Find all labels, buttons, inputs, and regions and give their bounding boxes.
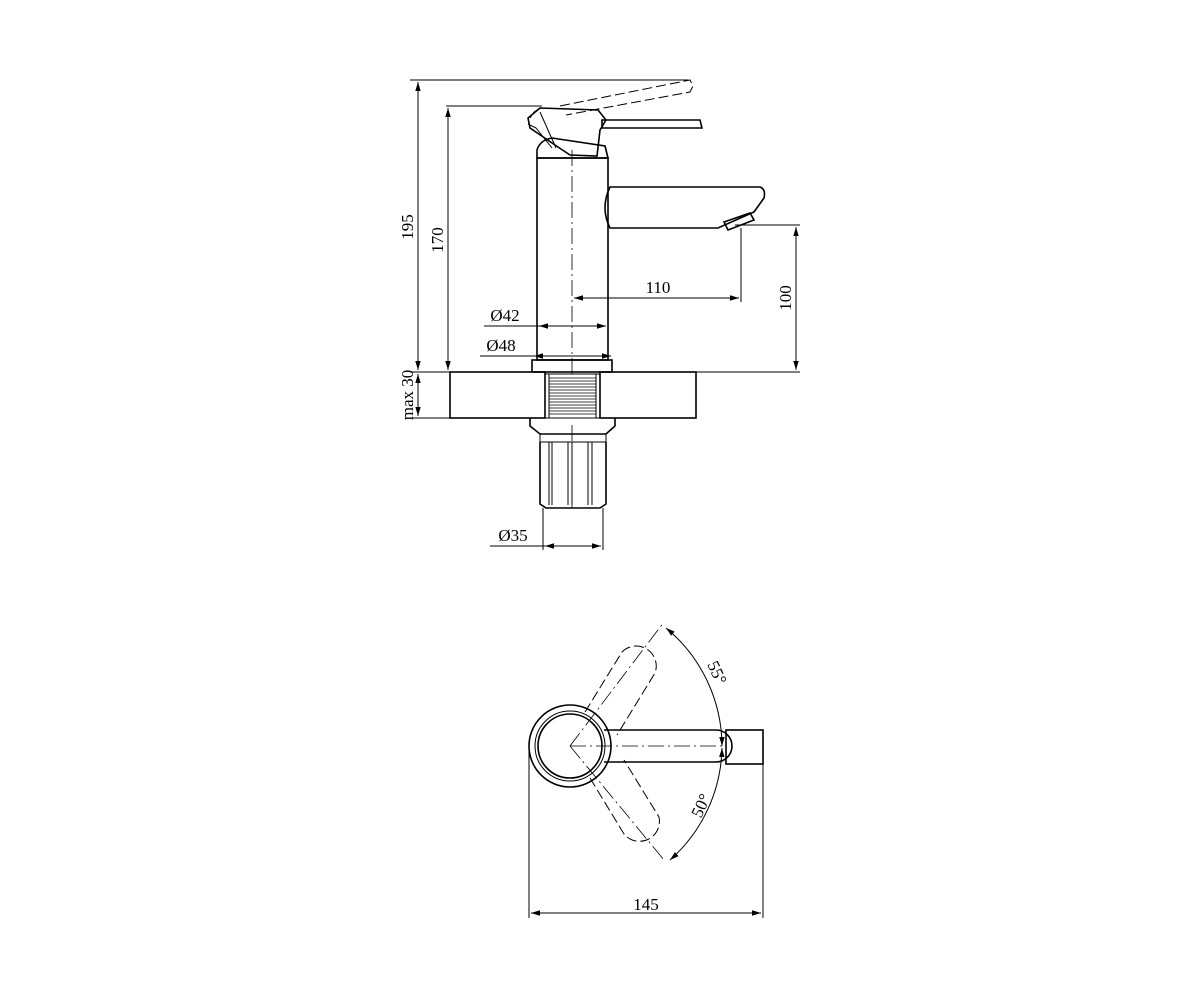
- angle-50-label: 50°: [687, 791, 714, 821]
- dim-top-width: 145: [528, 746, 764, 918]
- dim-d42-label: Ø42: [490, 306, 519, 325]
- threaded-shank: [544, 373, 601, 419]
- angle-arc-up: [665, 627, 725, 747]
- aerator: [722, 212, 756, 232]
- side-view: 195 170 100 110 Ø42: [398, 79, 800, 550]
- faucet-body: [536, 157, 609, 361]
- lever-open-dashed: [559, 79, 694, 116]
- angle-55-label: 55°: [703, 658, 730, 688]
- dim-195-label: 195: [398, 214, 417, 240]
- dim-total-height: 195: [398, 79, 688, 373]
- dim-170-label: 170: [428, 227, 447, 253]
- dim-145-label: 145: [633, 895, 659, 914]
- dim-110-label: 110: [646, 278, 671, 297]
- spout: [604, 186, 766, 229]
- dim-counter-thickness: max 30: [398, 370, 452, 421]
- lever-housing: [527, 107, 607, 157]
- dim-spout-reach: 110: [574, 228, 742, 302]
- dim-lever-height: 170: [428, 105, 542, 370]
- lever-rotated-up-dashed: [584, 645, 657, 736]
- dim-max30-label: max 30: [398, 370, 417, 421]
- lever-closed: [601, 119, 704, 129]
- countertop-right: [599, 371, 697, 419]
- dim-base-diameter: Ø48: [480, 336, 611, 359]
- mounting-nut: [529, 418, 616, 509]
- angle-arc-down: [669, 747, 725, 861]
- lever-rotated-down-dashed: [589, 759, 660, 842]
- dim-d35-label: Ø35: [498, 526, 527, 545]
- cartridge-collar: [536, 137, 610, 159]
- dim-shank-diameter: Ø35: [490, 508, 604, 550]
- dim-d48-label: Ø48: [486, 336, 515, 355]
- dim-spout-height: 100: [612, 224, 800, 373]
- top-view: 55° 50° 145: [528, 621, 764, 918]
- dim-100-label: 100: [776, 285, 795, 311]
- spout-end: [725, 729, 764, 765]
- countertop-left: [449, 371, 546, 419]
- dim-body-diameter: Ø42: [484, 306, 606, 329]
